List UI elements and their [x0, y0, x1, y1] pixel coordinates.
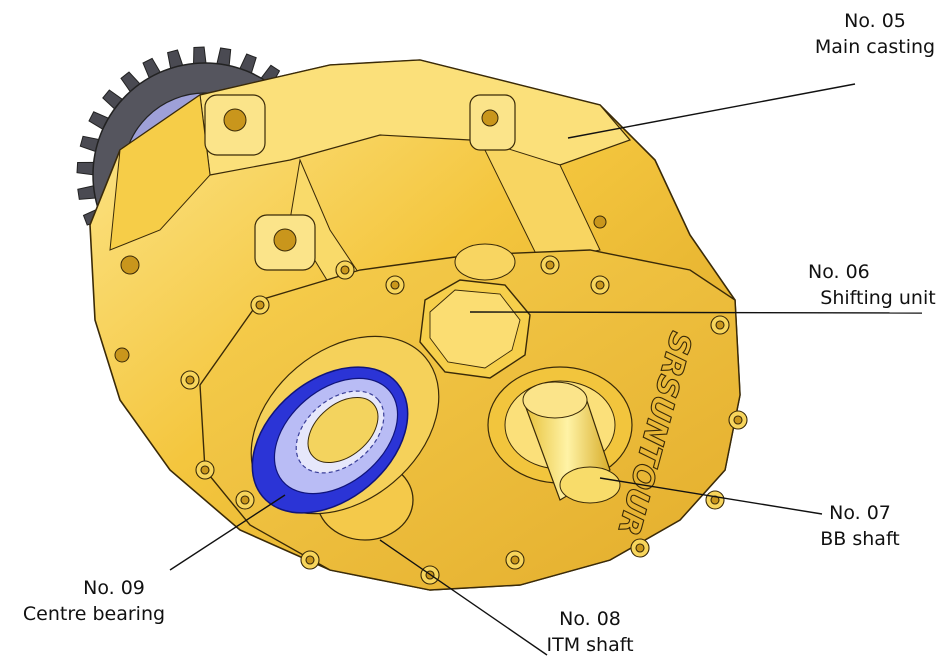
callout-09: No. 09 Centre bearing	[4, 575, 184, 627]
leader-06	[469, 311, 923, 314]
callout-05-name: Main casting	[814, 36, 936, 58]
shifting-unit-hex	[419, 243, 531, 379]
bolt-hole-inner	[305, 555, 315, 565]
bolt-hole-inner	[185, 375, 195, 385]
bolt-hole-inner	[715, 320, 725, 330]
bolt-hole-inner	[545, 260, 555, 270]
callout-07-number: No. 07	[829, 502, 891, 524]
callout-05: No. 05 Main casting	[800, 8, 950, 60]
bolt-hole-inner	[733, 415, 743, 425]
callout-08-number: No. 08	[559, 608, 621, 630]
leader-lines	[169, 83, 923, 656]
bolt-hole-inner	[635, 543, 645, 553]
callout-08: No. 08 ITM shaft	[535, 606, 645, 658]
bolt-hole-inner	[340, 265, 350, 275]
callout-06: No. 06 Shifting unit	[804, 259, 952, 311]
bolt-hole-inner	[255, 300, 265, 310]
callout-08-name: ITM shaft	[546, 634, 634, 656]
centre-bearing	[250, 335, 440, 515]
callout-06-name: Shifting unit	[820, 287, 936, 309]
bolt-hole-inner	[510, 555, 520, 565]
callout-06-number: No. 06	[808, 261, 870, 283]
leader-07	[599, 477, 823, 515]
callout-09-number: No. 09	[83, 577, 145, 599]
callout-07: No. 07 BB shaft	[800, 500, 920, 552]
bb-shaft	[487, 366, 633, 504]
leader-05	[567, 83, 856, 139]
bolt-hole-inner	[390, 280, 400, 290]
callout-07-name: BB shaft	[820, 528, 900, 550]
callout-05-number: No. 05	[844, 10, 906, 32]
bolt-hole-inner	[200, 465, 210, 475]
bolt-hole-inner	[595, 280, 605, 290]
leader-09	[169, 494, 286, 571]
leader-08	[379, 539, 548, 656]
callout-09-name: Centre bearing	[22, 603, 166, 625]
bolt-hole-inner	[240, 495, 250, 505]
main-casting: SRSUNTOUR	[89, 59, 748, 591]
